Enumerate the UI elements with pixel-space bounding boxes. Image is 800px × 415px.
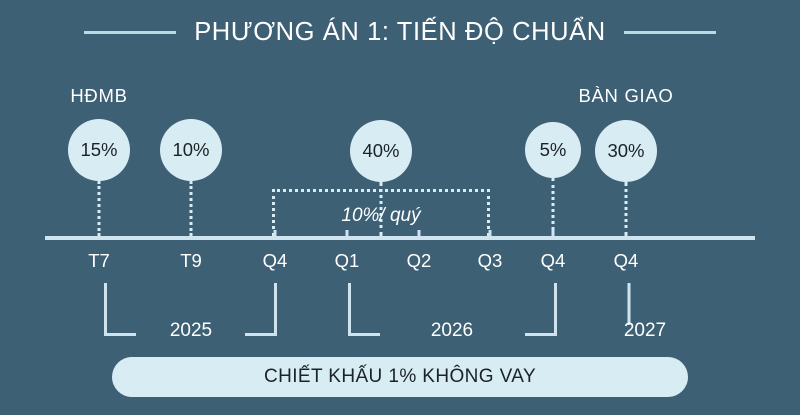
caption-hdmb: HĐMB [70, 85, 128, 106]
axis-label: Q2 [406, 250, 432, 271]
milestone-bubble[interactable]: 15% [68, 119, 130, 181]
axis-tick [488, 230, 492, 237]
axis-label: T9 [180, 250, 202, 271]
milestone-bubble[interactable]: 30% [595, 120, 657, 182]
axis-label: Q4 [613, 250, 639, 271]
quarterly-bracket [272, 189, 490, 236]
year-bracket-left-2026 [348, 283, 380, 336]
milestone-stem-5 [624, 182, 628, 236]
axis-tick [345, 230, 349, 237]
title-rule-right-icon [623, 30, 716, 34]
discount-banner[interactable]: CHIẾT KHẤU 1% KHÔNG VAY [112, 357, 688, 397]
axis-label: T7 [88, 250, 110, 271]
title-rule-left-icon [84, 30, 177, 34]
axis-label: Q3 [477, 250, 503, 271]
milestone-stem-4 [551, 178, 555, 236]
milestone-bubble[interactable]: 40% [350, 120, 412, 182]
axis-tick [417, 230, 421, 237]
milestone-stem-1 [97, 181, 101, 236]
year-bracket-right-2025 [245, 283, 277, 336]
axis-label: Q1 [334, 250, 360, 271]
axis-tick [551, 230, 555, 237]
axis-tick [273, 230, 277, 237]
title-row: PHƯƠNG ÁN 1: TIẾN ĐỘ CHUẨN [0, 12, 800, 52]
axis-label: Q4 [540, 250, 566, 271]
milestone-bubble[interactable]: 10% [160, 119, 222, 181]
page-title: PHƯƠNG ÁN 1: TIẾN ĐỘ CHUẨN [194, 17, 606, 46]
year-bracket-right-2026 [525, 283, 557, 336]
year-tick-2027 [627, 283, 631, 325]
year-label: 2026 [430, 320, 474, 341]
milestone-stem-2 [189, 181, 193, 236]
year-bracket-left-2025 [104, 283, 136, 336]
quarterly-note-label: 10%/ quý [341, 205, 421, 226]
milestone-stem-3 [379, 182, 383, 236]
year-label: 2025 [169, 320, 213, 341]
axis-label: Q4 [262, 250, 288, 271]
discount-banner-label: CHIẾT KHẤU 1% KHÔNG VAY [263, 366, 537, 387]
year-label: 2027 [623, 320, 667, 341]
caption-ban-giao: BÀN GIAO [578, 85, 674, 106]
timeline-axis [45, 236, 755, 240]
milestone-bubble[interactable]: 5% [525, 122, 581, 178]
